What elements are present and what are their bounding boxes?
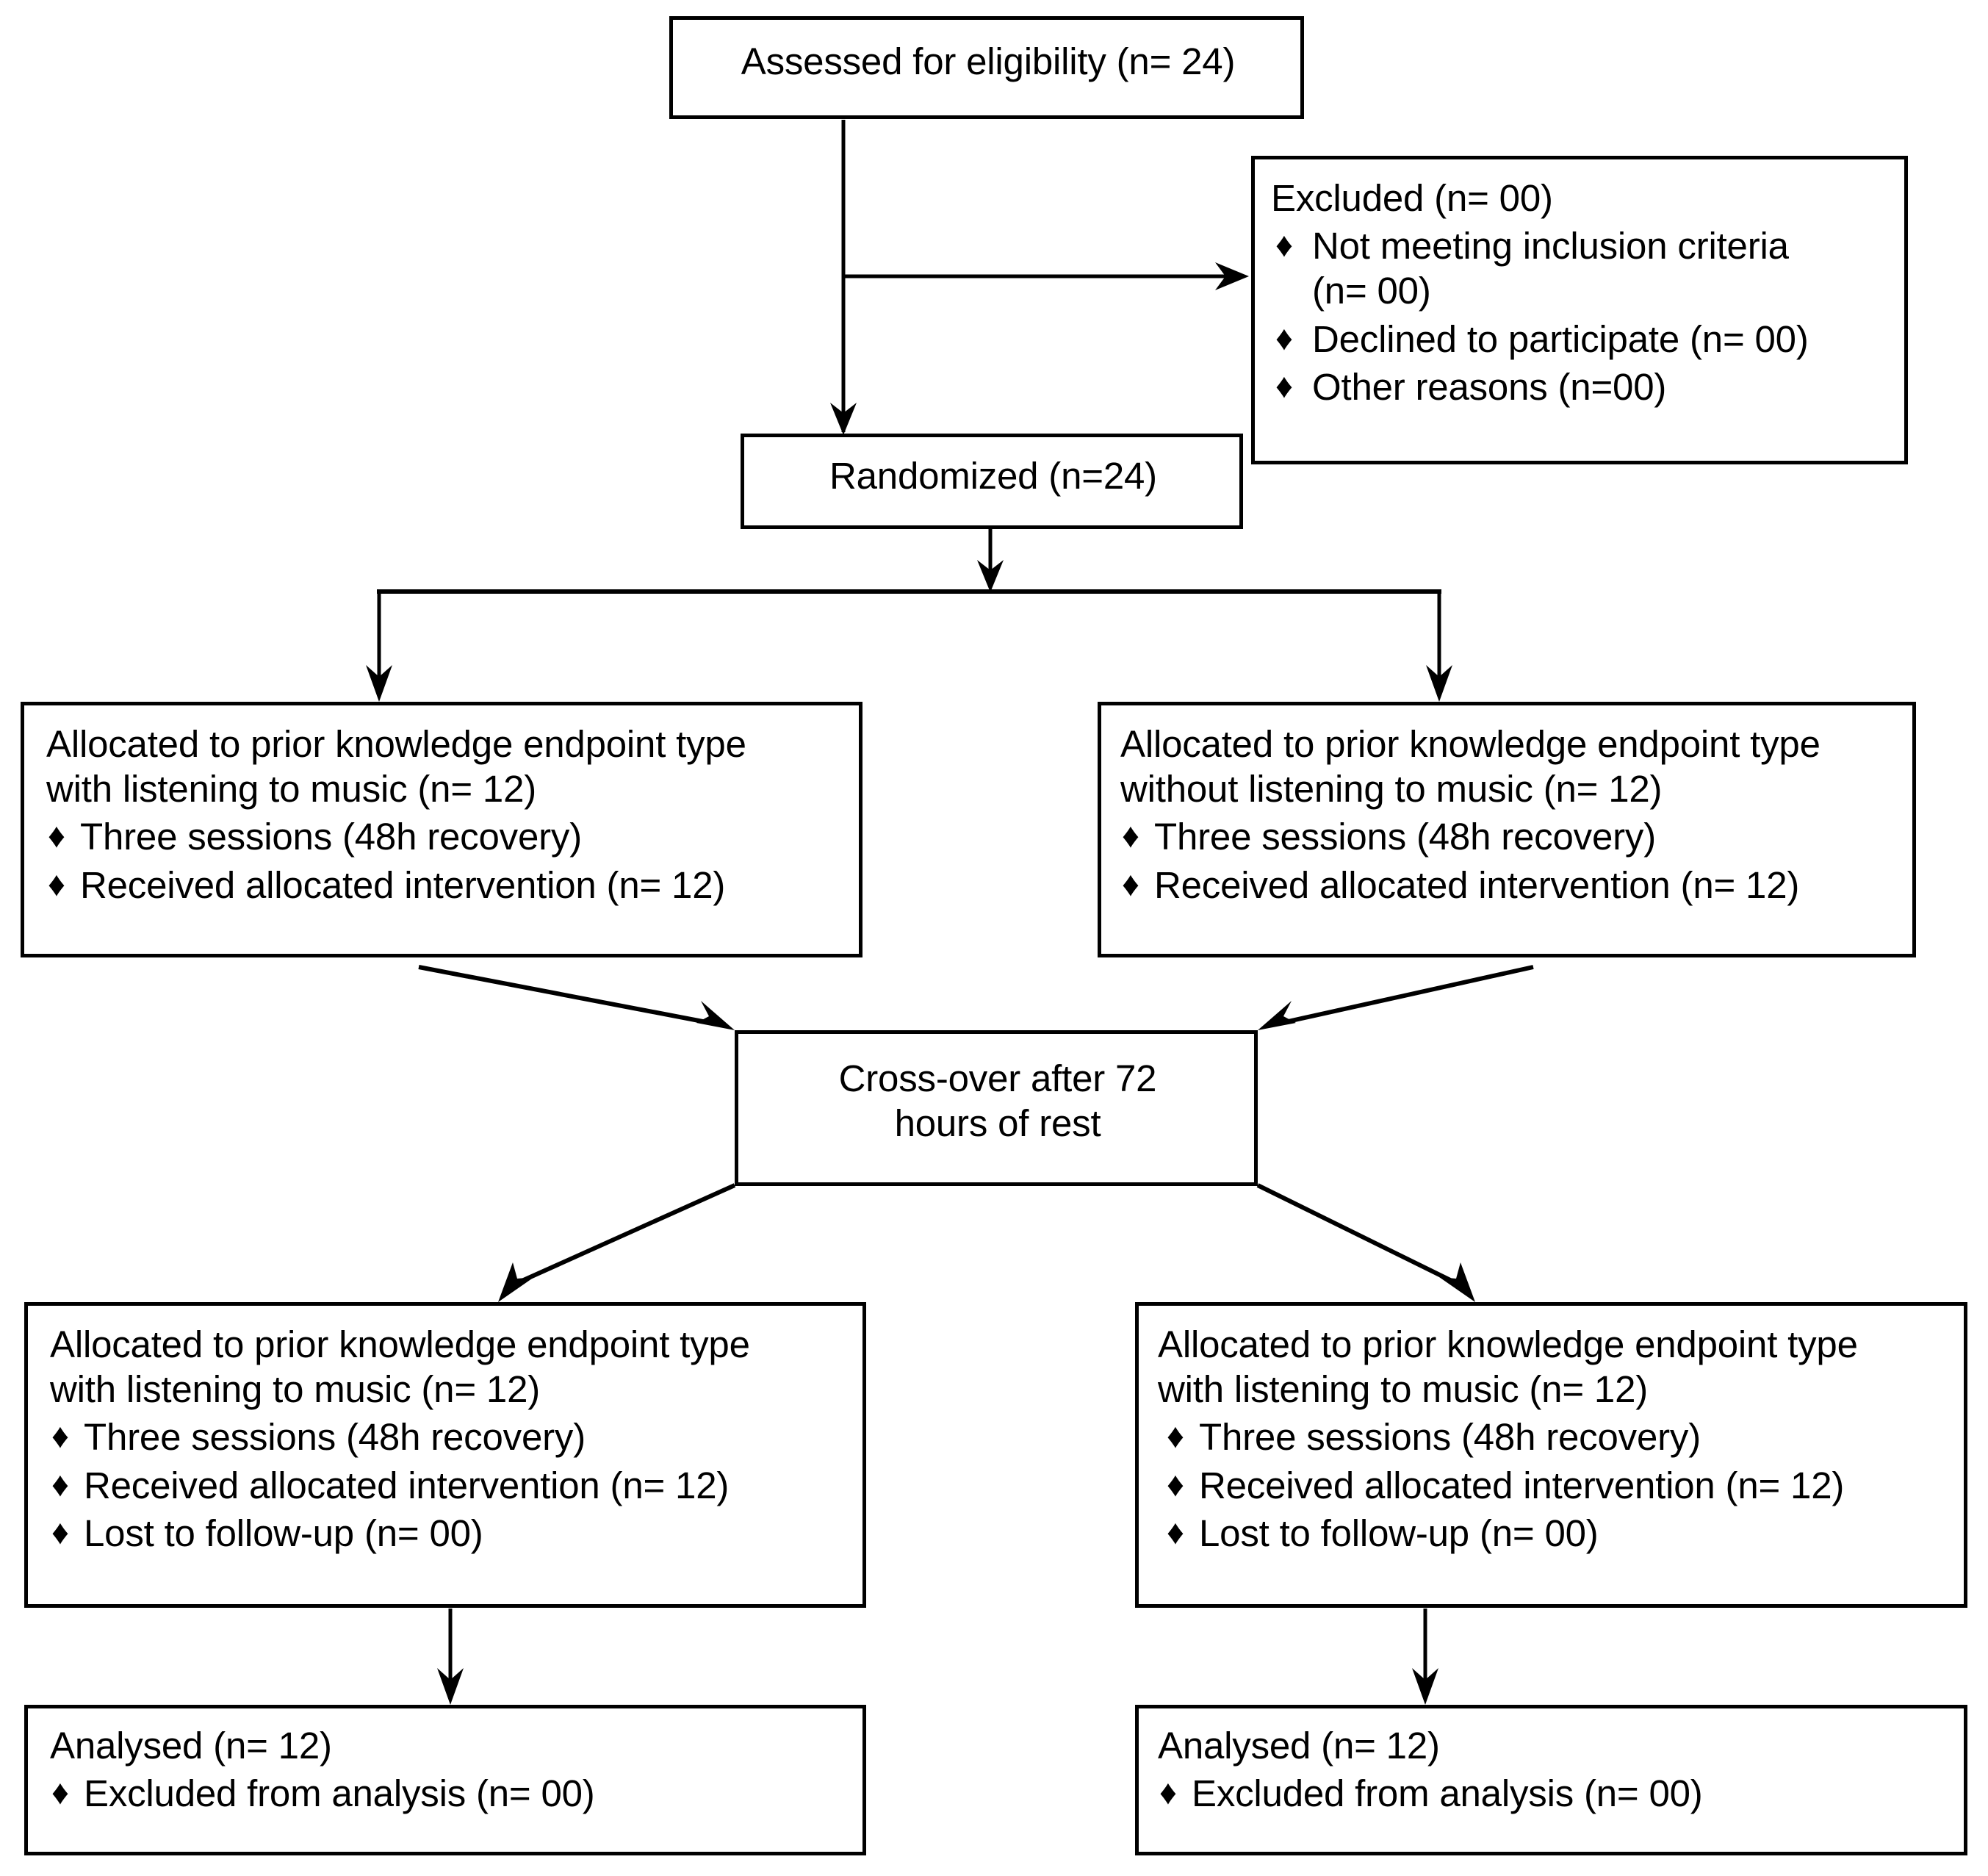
diamond-bullet-icon: ♦ [1122, 863, 1139, 903]
list-item-label: Lost to follow-up (n= 00) [84, 1512, 483, 1554]
connector-crossover-to-allocright2 [1256, 1183, 1456, 1284]
node-title: Randomized (n=24) [829, 455, 1157, 497]
list-item-label: Other reasons (n=00) [1312, 365, 1667, 408]
list-item: ♦ Received allocated intervention (n= 12) [1120, 863, 1893, 908]
arrowhead-alloc-right [1426, 665, 1452, 702]
list-item: ♦ Declined to participate (n= 00) [1271, 317, 1885, 362]
list-item-label: Received allocated intervention (n= 12) [1199, 1464, 1845, 1506]
list-item: ♦ Not meeting inclusion criteria (n= 00) [1271, 223, 1885, 313]
diamond-bullet-icon: ♦ [1275, 317, 1293, 357]
node-bullet-list: ♦ Three sessions (48h recovery) ♦ Received… [1158, 1415, 1945, 1556]
diamond-bullet-icon: ♦ [48, 863, 65, 903]
arrowhead-allocleft2 [498, 1262, 534, 1302]
list-item-label: Received allocated intervention (n= 12) [84, 1464, 730, 1506]
node-excluded: Excluded (n= 00) ♦ Not meeting inclusion … [1251, 156, 1908, 464]
diamond-bullet-icon: ♦ [1275, 225, 1293, 265]
diamond-bullet-icon: ♦ [1275, 365, 1293, 405]
diamond-bullet-icon: ♦ [1167, 1416, 1184, 1456]
list-item: ♦ Received allocated intervention (n= 12) [50, 1463, 843, 1508]
diamond-bullet-icon: ♦ [1167, 1512, 1184, 1551]
node-title: Allocated to prior knowledge endpoint ty… [46, 723, 746, 811]
node-analysed-left: Analysed (n= 12) ♦ Excluded from analysis… [24, 1705, 866, 1855]
arrowhead-analysed-left [437, 1668, 464, 1705]
diamond-bullet-icon: ♦ [1122, 816, 1139, 855]
node-title: Allocated to prior knowledge endpoint ty… [50, 1323, 750, 1411]
diamond-bullet-icon: ♦ [1167, 1464, 1184, 1503]
list-item-label: Three sessions (48h recovery) [80, 816, 582, 858]
node-allocated-left-period1: Allocated to prior knowledge endpoint ty… [21, 702, 862, 957]
node-title: Assessed for eligibility (n= 24) [741, 40, 1236, 82]
list-item-label: Three sessions (48h recovery) [84, 1416, 586, 1459]
node-title: Allocated to prior knowledge endpoint ty… [1158, 1323, 1858, 1411]
connector-allocleft-to-crossover [418, 965, 715, 1026]
arrowhead-excluded [1215, 262, 1249, 290]
arrowhead-crossover-right [1258, 1001, 1296, 1030]
arrowhead-analysed-right [1412, 1668, 1438, 1705]
node-crossover: Cross-over after 72 hours of rest [735, 1030, 1258, 1186]
node-allocated-right-period2: Allocated to prior knowledge endpoint ty… [1135, 1302, 1967, 1608]
list-item-label: Three sessions (48h recovery) [1154, 816, 1656, 858]
list-item-label: Declined to participate (n= 00) [1312, 317, 1809, 360]
list-item: ♦ Lost to follow-up (n= 00) [50, 1511, 843, 1556]
connector-crossover-to-allocleft2 [517, 1183, 736, 1284]
list-item-label: Three sessions (48h recovery) [1199, 1416, 1701, 1459]
node-bullet-list: ♦ Three sessions (48h recovery) ♦ Received… [1120, 814, 1893, 907]
list-item: ♦ Three sessions (48h recovery) [46, 814, 840, 859]
node-bullet-list: ♦Not meeting inclusion criteria (n= 00) … [1271, 223, 1885, 409]
list-item: ♦ Received allocated intervention (n= 12) [46, 863, 840, 908]
arrowhead-alloc-left [366, 665, 392, 702]
list-item-label: Lost to follow-up (n= 00) [1199, 1512, 1599, 1554]
arrowhead-crossover-left [696, 1001, 735, 1030]
list-item-label: Not meeting inclusion criteria (n= 00) [1312, 225, 1789, 312]
node-randomized: Randomized (n=24) [741, 434, 1243, 529]
diamond-bullet-icon: ♦ [1159, 1772, 1177, 1812]
list-item-label: Excluded from analysis (n= 00) [84, 1772, 595, 1815]
node-allocated-right-period1: Allocated to prior knowledge endpoint ty… [1098, 702, 1916, 957]
list-item: ♦ Lost to follow-up (n= 00) [1158, 1511, 1945, 1556]
node-title: Analysed (n= 12) [50, 1725, 332, 1767]
diamond-bullet-icon: ♦ [51, 1464, 69, 1503]
list-item-label: Excluded from analysis (n= 00) [1192, 1772, 1703, 1815]
node-title: Allocated to prior knowledge endpoint ty… [1120, 723, 1820, 811]
arrowhead-split [977, 560, 1004, 592]
node-bullet-list: ♦ Three sessions (48h recovery) ♦ Received… [46, 814, 840, 907]
list-item-label: Received allocated intervention (n= 12) [1154, 863, 1800, 906]
arrowhead-randomized [830, 403, 857, 435]
node-analysed-right: Analysed (n= 12) ♦ Excluded from analysis… [1135, 1705, 1967, 1855]
list-item: ♦ Received allocated intervention (n= 12) [1158, 1463, 1945, 1508]
list-item-label: Received allocated intervention (n= 12) [80, 863, 726, 906]
node-title: Analysed (n= 12) [1158, 1725, 1440, 1767]
node-allocated-left-period2: Allocated to prior knowledge endpoint ty… [24, 1302, 866, 1608]
arrowhead-allocright2 [1439, 1262, 1475, 1302]
diamond-bullet-icon: ♦ [51, 1512, 69, 1551]
node-bullet-list: ♦ Three sessions (48h recovery) ♦ Received… [50, 1415, 843, 1556]
connector-allocright-to-crossover [1278, 965, 1534, 1026]
list-item: ♦ Three sessions (48h recovery) [1120, 814, 1893, 859]
diamond-bullet-icon: ♦ [51, 1772, 69, 1812]
node-assessed-for-eligibility: Assessed for eligibility (n= 24) [669, 16, 1304, 119]
list-item: ♦ Excluded from analysis (n= 00) [50, 1771, 843, 1816]
list-item: ♦ Excluded from analysis (n= 00) [1158, 1771, 1945, 1816]
node-bullet-list: ♦ Excluded from analysis (n= 00) [1158, 1771, 1945, 1816]
list-item: ♦ Three sessions (48h recovery) [50, 1415, 843, 1459]
list-item: ♦ Three sessions (48h recovery) [1158, 1415, 1945, 1459]
diamond-bullet-icon: ♦ [48, 816, 65, 855]
node-bullet-list: ♦ Excluded from analysis (n= 00) [50, 1771, 843, 1816]
node-title: Excluded (n= 00) [1271, 177, 1553, 219]
diamond-bullet-icon: ♦ [51, 1416, 69, 1456]
node-title: Cross-over after 72 hours of rest [838, 1057, 1157, 1145]
list-item: ♦ Other reasons (n=00) [1271, 364, 1885, 409]
